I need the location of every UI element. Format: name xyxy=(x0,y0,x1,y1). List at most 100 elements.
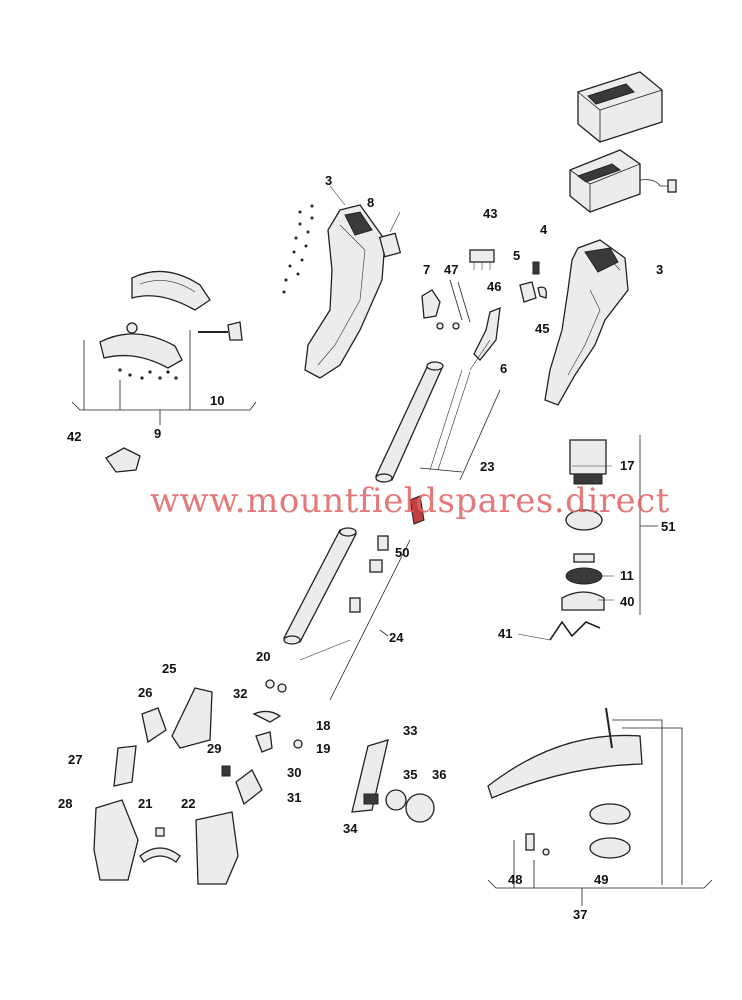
spool-holder xyxy=(573,553,595,563)
label-31: 31 xyxy=(287,790,301,805)
wire-46 xyxy=(457,281,471,323)
handle-housing-right xyxy=(544,239,629,406)
clip-21 xyxy=(155,827,165,837)
label-3-left: 3 xyxy=(325,173,332,188)
label-51: 51 xyxy=(661,519,675,534)
label-10: 10 xyxy=(210,393,224,408)
label-4: 4 xyxy=(540,222,548,237)
label-20: 20 xyxy=(256,649,270,664)
label-50: 50 xyxy=(395,545,409,560)
label-25: 25 xyxy=(162,661,176,676)
gear-35 xyxy=(385,789,407,811)
wheel-upper xyxy=(589,803,631,825)
label-37: 37 xyxy=(573,907,587,922)
label-5: 5 xyxy=(513,248,520,263)
housing-cover xyxy=(195,811,239,885)
bracket-24 xyxy=(329,539,411,701)
battery-charger xyxy=(569,149,677,213)
front-handle-lower xyxy=(99,322,183,369)
label-17: 17 xyxy=(620,458,634,473)
bearing-cap xyxy=(565,509,603,531)
wire-47 xyxy=(449,279,463,321)
front-handle-upper xyxy=(131,270,211,311)
bolt-10 xyxy=(198,321,243,341)
arm-33 xyxy=(351,739,389,813)
label-45: 45 xyxy=(535,321,549,336)
label-26: 26 xyxy=(138,685,152,700)
screws-group-handle xyxy=(282,204,314,294)
terminal-block xyxy=(469,249,495,263)
clip-50 xyxy=(409,495,425,525)
label-29: 29 xyxy=(207,741,221,756)
label-19: 19 xyxy=(316,741,330,756)
upper-shaft xyxy=(375,361,444,483)
label-48: 48 xyxy=(508,872,522,887)
cover-26 xyxy=(141,707,167,744)
label-22: 22 xyxy=(181,796,195,811)
cap-27 xyxy=(113,745,137,787)
label-36: 36 xyxy=(432,767,446,782)
label-30: 30 xyxy=(287,765,301,780)
screws-group-front-handle xyxy=(118,368,178,380)
label-18: 18 xyxy=(316,718,330,733)
wheel-lower xyxy=(589,837,631,859)
switch-plate xyxy=(378,232,402,258)
bracket-37 xyxy=(487,840,713,906)
cover-40 xyxy=(561,591,605,611)
guard-37 xyxy=(487,707,683,885)
label-11: 11 xyxy=(620,568,634,583)
battery-pack xyxy=(577,71,663,143)
label-32: 32 xyxy=(233,686,247,701)
housing-28 xyxy=(93,799,139,881)
knob-42 xyxy=(105,447,141,473)
cover-31 xyxy=(235,769,263,806)
label-9: 9 xyxy=(154,426,161,441)
nut-20 xyxy=(265,679,275,689)
label-35: 35 xyxy=(403,767,417,782)
label-49: 49 xyxy=(594,872,608,887)
label-34: 34 xyxy=(343,821,358,836)
housing-25 xyxy=(171,687,213,749)
label-3-right: 3 xyxy=(656,262,663,277)
clip-45 xyxy=(537,286,547,299)
motor-17 xyxy=(569,439,607,485)
switch-7 xyxy=(421,289,441,319)
handle-housing-left xyxy=(304,204,386,379)
bracket-9 xyxy=(71,330,257,425)
part-labels: 3 8 43 4 3 7 47 5 46 45 6 10 9 42 23 17 … xyxy=(58,173,675,922)
label-41: 41 xyxy=(498,626,512,641)
lever-6 xyxy=(473,306,501,361)
label-8: 8 xyxy=(367,195,374,210)
spring-4 xyxy=(532,261,540,275)
label-23: 23 xyxy=(480,459,494,474)
ring-22 xyxy=(139,847,181,863)
gear-36 xyxy=(405,793,435,823)
label-6: 6 xyxy=(500,361,507,376)
label-47: 47 xyxy=(444,262,458,277)
trigger-5 xyxy=(519,281,537,303)
spring-34 xyxy=(363,793,379,805)
screw-18 xyxy=(293,739,303,749)
label-21: 21 xyxy=(138,796,152,811)
lower-shaft xyxy=(283,527,357,645)
wire-clip-41 xyxy=(549,620,601,641)
label-7: 7 xyxy=(423,262,430,277)
leader-lines xyxy=(329,185,621,641)
trigger-30 xyxy=(255,731,273,753)
label-33: 33 xyxy=(403,723,417,738)
label-46: 46 xyxy=(487,279,501,294)
label-28: 28 xyxy=(58,796,72,811)
bracket-23 xyxy=(419,389,501,481)
shaft-connectors xyxy=(349,535,389,613)
label-40: 40 xyxy=(620,594,634,609)
label-43: 43 xyxy=(483,206,497,221)
bracket-48 xyxy=(525,833,535,851)
label-42: 42 xyxy=(67,429,81,444)
label-27: 27 xyxy=(68,752,82,767)
label-24: 24 xyxy=(389,630,404,645)
spring-29 xyxy=(221,765,231,777)
watermark-text: www.mountfieldspares.direct xyxy=(150,481,670,521)
spool-11 xyxy=(565,567,603,585)
lever-32 xyxy=(252,710,282,723)
